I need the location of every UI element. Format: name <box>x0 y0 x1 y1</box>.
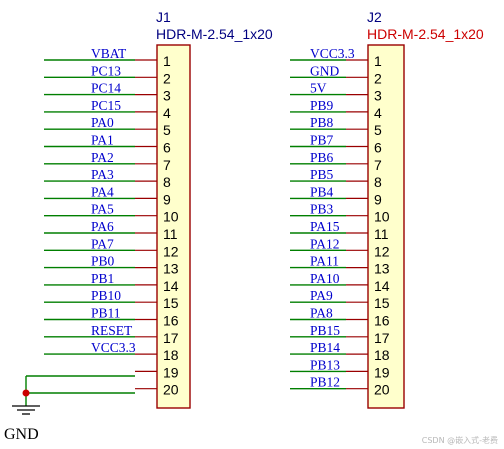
j2-net-label: VCC3.3 <box>310 46 355 61</box>
j1-net-label: PC13 <box>91 63 121 78</box>
j1-net-label: PA6 <box>91 219 114 234</box>
j2-net-label: 5V <box>310 81 327 96</box>
j1-net-label: PB0 <box>91 254 115 269</box>
j1-pin-number: 5 <box>163 122 171 138</box>
j2-pin-number: 18 <box>374 347 390 363</box>
j2-value: HDR-M-2.54_1x20 <box>367 26 484 42</box>
j1-pin-number: 12 <box>163 243 179 259</box>
j2-net-label: PB13 <box>310 357 340 372</box>
j1-net-label: PA2 <box>91 150 114 165</box>
j1-net-label: RESET <box>91 323 133 338</box>
j1-pin-number: 18 <box>163 347 179 363</box>
j1-net-label: PC14 <box>91 81 121 96</box>
j1-pin-number: 2 <box>163 70 171 86</box>
gnd-connection: GND <box>4 375 135 443</box>
j2-pin-number: 4 <box>374 105 382 121</box>
j2-net-label: PB5 <box>310 167 334 182</box>
j2-net-label: PA9 <box>310 288 333 303</box>
j2-pin-number: 6 <box>374 140 382 156</box>
j1-pin-number: 3 <box>163 88 171 104</box>
gnd-label: GND <box>4 426 39 443</box>
j1-pin-number: 7 <box>163 157 171 173</box>
junction-dot <box>22 389 30 397</box>
j1-net-label: PC15 <box>91 98 121 113</box>
j2-net-label: PA11 <box>310 254 339 269</box>
j2-net-label: PB12 <box>310 375 340 390</box>
j1-net-label: PA3 <box>91 167 114 182</box>
j2-pin-number: 12 <box>374 243 390 259</box>
j1-pin-number: 8 <box>163 174 171 190</box>
j1-pin-number: 1 <box>163 53 171 69</box>
j1-pin-number: 11 <box>163 226 178 242</box>
j2-net-label: PA8 <box>310 306 333 321</box>
j1-ref: J1 <box>156 9 171 25</box>
j1-pin-number: 9 <box>163 191 171 207</box>
j2-pin-number: 8 <box>374 174 382 190</box>
j1-net-label: PA5 <box>91 202 114 217</box>
j2-net-label: PB6 <box>310 150 334 165</box>
j1-net-label: VCC3.3 <box>91 340 136 355</box>
j1-pin-number: 10 <box>163 209 179 225</box>
j2-pin-number: 15 <box>374 295 390 311</box>
j1-pin-number: 13 <box>163 261 179 277</box>
j1-pin-number: 14 <box>163 278 179 294</box>
j2-pin-number: 7 <box>374 157 382 173</box>
j2-body <box>367 44 405 409</box>
j1-net-label: PA0 <box>91 115 114 130</box>
j2-net-label: PB14 <box>310 340 340 355</box>
j1-net-label: PA4 <box>91 184 114 199</box>
j2-pin-number: 11 <box>374 226 389 242</box>
j2-net-label: PA15 <box>310 219 340 234</box>
j1-pin-number: 4 <box>163 105 171 121</box>
j2-pin-number: 13 <box>374 261 390 277</box>
j1-net-label: PB1 <box>91 271 114 286</box>
j1-net-label: PB11 <box>91 306 121 321</box>
j1-net-label: PB10 <box>91 288 121 303</box>
j1-pin-number: 15 <box>163 295 179 311</box>
j2-net-label: PB3 <box>310 202 334 217</box>
j2-pin-number: 16 <box>374 313 390 329</box>
j2-net-label: PB15 <box>310 323 340 338</box>
j1-pin-number: 6 <box>163 140 171 156</box>
j1-header: 1 VBAT 2 PC13 3 PC14 4 PC15 5 PA0 6 PA1 7 PA2 8 PA3 9 PA4… <box>44 46 179 398</box>
j2-net-label: PA12 <box>310 236 340 251</box>
j2-pin-number: 10 <box>374 209 390 225</box>
j1-body <box>156 44 191 409</box>
j1-net-label: VBAT <box>91 46 127 61</box>
j1-pin-number: 16 <box>163 313 179 329</box>
j2-net-label: PA10 <box>310 271 340 286</box>
j1-pin-number: 17 <box>163 330 179 346</box>
j1-value: HDR-M-2.54_1x20 <box>156 26 273 42</box>
j2-net-label: PB9 <box>310 98 334 113</box>
j2-pin-number: 20 <box>374 382 390 398</box>
j2-pin-number: 2 <box>374 70 382 86</box>
j2-pin-number: 9 <box>374 191 382 207</box>
j2-ref: J2 <box>367 9 382 25</box>
j2-pin-number: 17 <box>374 330 390 346</box>
watermark: CSDN @嵌入式-老费 <box>422 435 498 445</box>
j1-net-label: PA7 <box>91 236 114 251</box>
j2-net-label: PB8 <box>310 115 334 130</box>
j2-pin-number: 19 <box>374 364 390 380</box>
j2-pin-number: 5 <box>374 122 382 138</box>
j2-pin-number: 1 <box>374 53 382 69</box>
j1-pin-number: 19 <box>163 364 179 380</box>
j1-net-label: PA1 <box>91 133 114 148</box>
j2-net-label: PB7 <box>310 133 334 148</box>
j2-net-label: GND <box>310 63 339 78</box>
j1-pin-number: 20 <box>163 382 179 398</box>
j2-pin-number: 14 <box>374 278 390 294</box>
j2-net-label: PB4 <box>310 184 334 199</box>
j2-header: 1 VCC3.3 2 GND 3 5V 4 PB9 5 PB8 6 PB7 7 PB6 8 PB5 9 PB4 10… <box>290 46 390 398</box>
j2-pin-number: 3 <box>374 88 382 104</box>
